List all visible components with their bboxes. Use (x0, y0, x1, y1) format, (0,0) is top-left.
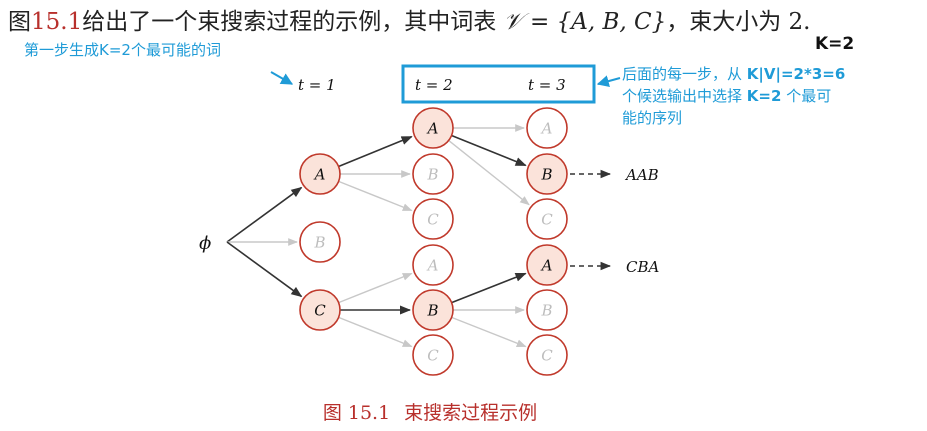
node-t2-4-label: B (426, 302, 438, 320)
node-t2-1-label: B (426, 166, 438, 184)
edge-step1-0-to-step2-2 (338, 180, 413, 212)
node-t2-2-label: C (427, 211, 439, 229)
node-t2-1: B (412, 153, 454, 195)
node-t3-3: A (526, 244, 568, 286)
note-line2-c: 个最可 (781, 87, 832, 105)
caption-label: 图 15.1 (322, 402, 391, 424)
node-t1-0: A (299, 153, 341, 195)
result-sequence-1: AAB (624, 166, 659, 184)
node-t3-2: C (526, 198, 568, 240)
node-t2-4-circle (412, 289, 454, 331)
note-later-steps: 后面的每一步，从 K|V|=2*3=6 个候选输出中选择 K=2 个最可 能的序… (622, 63, 845, 129)
time-label-2: t = 2 (415, 76, 453, 94)
node-t2-3: A (412, 244, 454, 286)
node-t2-0-label: A (426, 120, 439, 138)
node-t1-1-circle (299, 221, 341, 263)
node-t3-4-circle (526, 289, 568, 331)
node-t3-4: B (526, 289, 568, 331)
node-t2-0: A (412, 107, 454, 149)
node-t3-1: B (526, 153, 568, 195)
node-t3-0-label: A (540, 120, 553, 138)
node-t3-5-label: C (541, 347, 553, 365)
note-line2-b: K=2 (746, 87, 782, 105)
edge-step2-0-to-step3-2 (448, 139, 530, 206)
note-first-step: 第一步生成K=2个最可能的词 (24, 41, 221, 59)
annotation-arrow-right (596, 75, 621, 87)
note-k-value: K=2 (815, 34, 855, 54)
node-t2-0-circle (412, 107, 454, 149)
node-t2-4: B (412, 289, 454, 331)
time-label-3: t = 3 (528, 76, 566, 94)
node-t3-0: A (526, 107, 568, 149)
diagram-edges (226, 124, 530, 348)
node-t1-2-circle (299, 289, 341, 331)
node-t2-1-circle (412, 153, 454, 195)
note-line1-b: K|V|=2*3=6 (746, 65, 846, 83)
node-t2-2-circle (412, 198, 454, 240)
node-t1-2: C (299, 289, 341, 331)
diagram-nodes: A B C A B C A B C A B C A B C (299, 107, 568, 376)
intro-prefix: 图 (8, 9, 31, 35)
edge-root-to-step1-2 (226, 241, 303, 298)
intro-sentence: 图15.1给出了一个束搜索过程的示例，其中词表 𝒱 = {A, B, C}，束大… (8, 2, 810, 36)
node-t3-2-label: C (541, 211, 553, 229)
node-t1-2-label: C (314, 302, 326, 320)
edge-step2-4-to-step3-5 (451, 316, 527, 348)
annotation-arrow-left (270, 71, 294, 85)
edge-step2-4-to-step3-3 (451, 272, 527, 304)
node-t2-5-label: C (427, 347, 439, 365)
edge-root-to-step1-0 (226, 186, 303, 243)
caption-title: 束搜索过程示例 (404, 402, 538, 424)
highlight-box-t2-t3 (401, 64, 596, 104)
node-t3-2-circle (526, 198, 568, 240)
node-t1-0-circle (299, 153, 341, 195)
root-phi: ϕ (199, 233, 211, 254)
node-t2-3-circle (412, 244, 454, 286)
edge-step1-2-to-step2-3 (338, 272, 413, 304)
node-t1-1: B (299, 221, 341, 263)
node-t2-3-label: A (426, 257, 439, 275)
node-t1-0-label: A (313, 166, 326, 184)
node-t2-5-circle (412, 334, 454, 376)
node-t3-5: C (526, 334, 568, 376)
edge-step1-2-to-step2-5 (338, 316, 413, 348)
node-t3-1-label: B (540, 166, 552, 184)
edge-step1-0-to-step2-0 (338, 135, 413, 168)
edge-step2-0-to-step3-1 (451, 134, 527, 167)
figure-ref-link[interactable]: 15.1 (31, 9, 83, 35)
note-line1-a: 后面的每一步，从 (622, 65, 747, 83)
result-sequence-2: CBA (626, 258, 660, 276)
node-t3-1-circle (526, 153, 568, 195)
figure-caption: 图 15.1 束搜索过程示例 (0, 398, 860, 425)
intro-text-b: ，束大小为 2. (666, 9, 811, 35)
node-t3-3-circle (526, 244, 568, 286)
node-t2-2: C (412, 198, 454, 240)
node-t3-3-label: A (540, 257, 553, 275)
intro-text-a: 给出了一个束搜索过程的示例，其中词表 (82, 9, 504, 35)
node-t1-1-label: B (313, 234, 325, 252)
note-line2-a: 个候选输出中选择 (622, 87, 747, 105)
node-t3-5-circle (526, 334, 568, 376)
node-t3-4-label: B (540, 302, 552, 320)
node-t3-0-circle (526, 107, 568, 149)
node-t2-5: C (412, 334, 454, 376)
note-line3: 能的序列 (622, 109, 683, 127)
vocab-set: 𝒱 = {A, B, C} (503, 9, 667, 35)
time-label-1: t = 1 (298, 76, 336, 94)
